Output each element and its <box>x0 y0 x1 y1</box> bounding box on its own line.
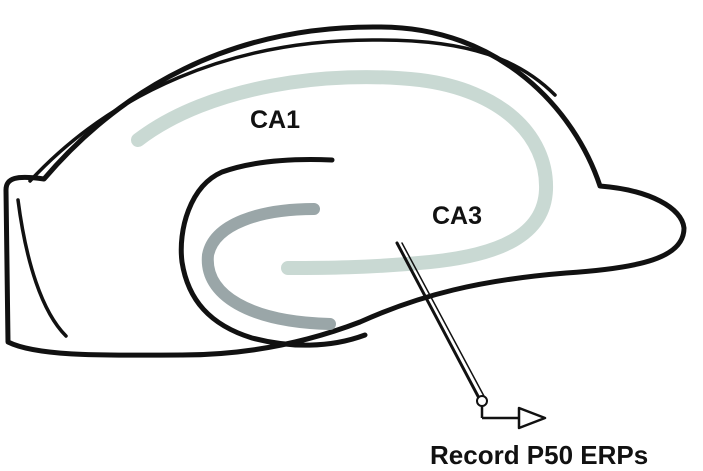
hippocampus-outer-outline <box>3 24 687 358</box>
electrode-icon <box>395 241 520 420</box>
ca3-label: CA3 <box>432 202 482 230</box>
recording-caption: Record P50 ERPs <box>430 440 648 470</box>
ca1-label: CA1 <box>250 106 300 134</box>
pyramidal-cell-layer <box>131 70 554 275</box>
alveus-inner-contour <box>16 38 557 338</box>
amplifier-triangle-icon <box>517 406 547 430</box>
dentate-gyrus-layer <box>201 203 336 330</box>
dentate-boundary <box>178 157 368 348</box>
